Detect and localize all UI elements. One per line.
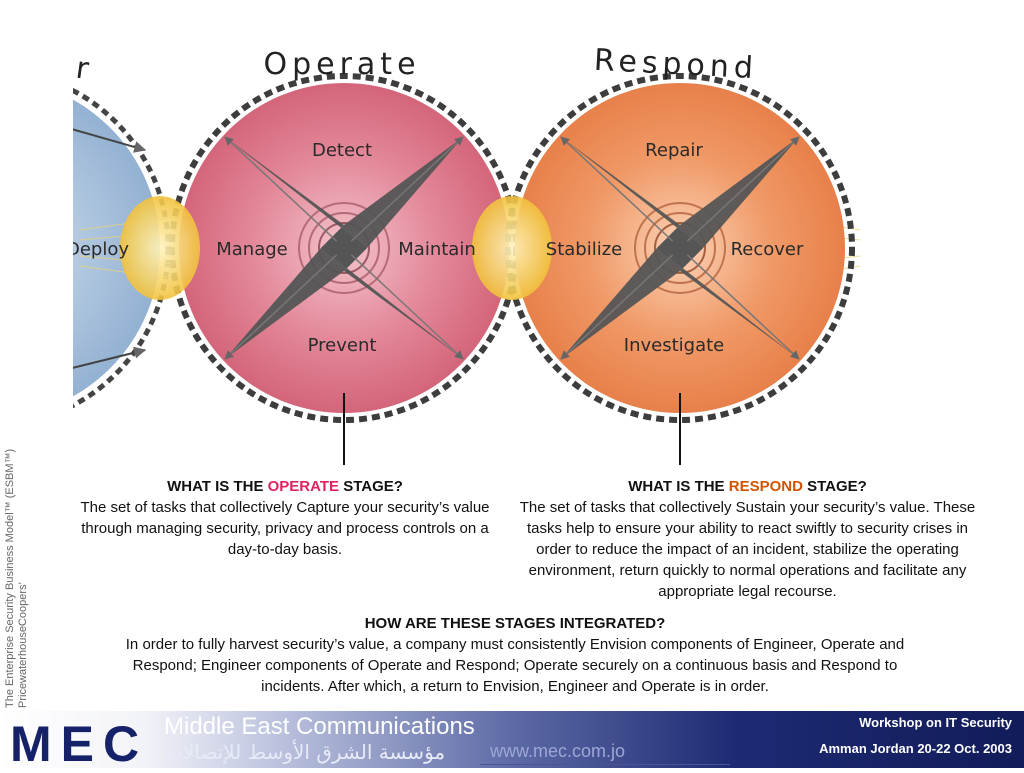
respond-qa: WHAT IS THE RESPOND STAGE? The set of ta…: [510, 476, 985, 602]
side-caption: The Enterprise Security Business Model™ …: [4, 408, 54, 708]
maintain-label: Maintain: [398, 239, 475, 260]
middle-overlap: [472, 196, 552, 300]
operate-question-suffix: STAGE?: [339, 478, 403, 495]
side-caption-line2: PricewaterhouseCoopers’: [17, 582, 29, 708]
side-caption-line1: The Enterprise Security Business Model™ …: [4, 448, 16, 708]
prevent-label: Prevent: [308, 335, 377, 356]
footer-bar: MEC Middle East Communications مؤسسة الش…: [0, 711, 1024, 772]
investigate-label: Investigate: [624, 335, 724, 356]
operate-qa: WHAT IS THE OPERATE STAGE? The set of ta…: [70, 476, 500, 560]
integrated-question: HOW ARE THESE STAGES INTEGRATED?: [364, 615, 666, 632]
company-name-arabic: مؤسسة الشرق الأوسط للإتصالات: [164, 740, 446, 764]
left-overlap: [120, 196, 200, 300]
event-title: Workshop on IT Security: [859, 715, 1012, 730]
left-stage-title: r: [74, 51, 92, 87]
company-name-english: Middle East Communications: [164, 713, 475, 740]
respond-question: WHAT IS THE RESPOND STAGE?: [510, 476, 985, 497]
respond-question-suffix: STAGE?: [802, 478, 867, 495]
repair-label: Repair: [645, 140, 703, 161]
esbm-diagram: r Operate Respond Deploy Detect Manage M…: [66, 43, 861, 465]
stabilize-label: Stabilize: [546, 239, 622, 260]
integrated-qa: HOW ARE THESE STAGES INTEGRATED? In orde…: [100, 613, 930, 697]
respond-hub: [670, 238, 690, 258]
respond-stage-title: Respond: [593, 43, 759, 87]
deploy-label: Deploy: [66, 239, 129, 260]
operate-hub: [334, 238, 354, 258]
operate-question-highlight: OPERATE: [267, 478, 340, 495]
operate-question: WHAT IS THE OPERATE STAGE?: [70, 476, 500, 497]
integrated-answer: In order to fully harvest security’s val…: [125, 636, 905, 695]
respond-question-prefix: WHAT IS THE: [628, 478, 729, 495]
recover-label: Recover: [731, 239, 804, 260]
manage-label: Manage: [216, 239, 288, 260]
respond-question-highlight: RESPOND: [728, 478, 803, 495]
detect-label: Detect: [312, 140, 372, 161]
event-place-date: Amman Jordan 20-22 Oct. 2003: [819, 741, 1012, 756]
operate-question-prefix: WHAT IS THE: [167, 478, 268, 495]
website-link[interactable]: www.mec.com.jo: [490, 741, 626, 761]
mec-logo: MEC: [10, 716, 149, 772]
respond-answer: The set of tasks that collectively Susta…: [519, 499, 976, 600]
operate-stage-title: Operate: [263, 47, 420, 82]
footer-divider: [480, 764, 730, 765]
operate-answer: The set of tasks that collectively Captu…: [80, 499, 490, 558]
